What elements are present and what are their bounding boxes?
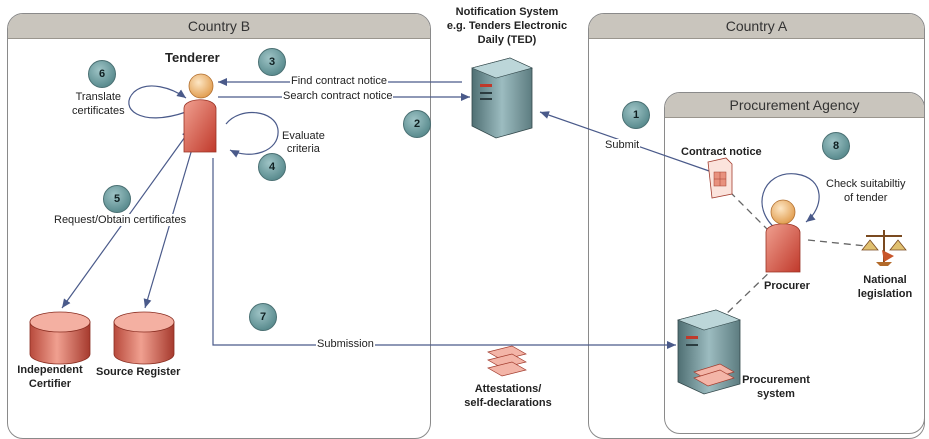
attest-line1: Attestations/	[474, 383, 542, 395]
step-badge-1: 1	[622, 101, 650, 129]
procurement-system-icon	[677, 309, 741, 395]
proc-system-line2: system	[757, 388, 795, 400]
evaluate-loop	[225, 111, 279, 158]
independent-certifier-label: Independent Certifier	[10, 363, 90, 391]
procurement-agency-title: Procurement Agency	[665, 93, 924, 118]
certifier-line2: Certifier	[28, 378, 72, 390]
notification-title-line1: Notification System	[455, 6, 559, 18]
find-contract-notice-label: Find contract notice	[290, 75, 388, 87]
step-badge-6: 6	[88, 60, 116, 88]
scales-icon	[861, 230, 907, 266]
procurer-icon	[765, 199, 801, 273]
check-loop	[761, 173, 820, 233]
translate-certificates-label: Translate certificates	[72, 90, 125, 118]
attestations-icon	[487, 345, 527, 377]
check-suitability-label: Check suitabiltiy of tender	[826, 177, 905, 205]
search-contract-notice-label: Search contract notice	[282, 90, 394, 102]
tenderer-label: Tenderer	[165, 50, 220, 65]
notification-title-line3: Daily (TED)	[477, 34, 537, 46]
notification-title-line2: e.g. Tenders Electronic	[446, 20, 568, 32]
step-badge-3: 3	[258, 48, 286, 76]
step-badge-8: 8	[822, 132, 850, 160]
check-line2: of tender	[844, 192, 888, 204]
procurer-label: Procurer	[764, 280, 810, 292]
notification-system-title: Notification System e.g. Tenders Electro…	[432, 5, 582, 47]
submission-label: Submission	[316, 338, 375, 350]
submit-label: Submit	[604, 139, 641, 151]
country-b-title: Country B	[8, 14, 430, 39]
evaluate-criteria-label: Evaluate criteria	[282, 130, 325, 156]
translate-line2: certificates	[72, 105, 125, 117]
step-badge-4: 4	[258, 153, 286, 181]
translate-line1: Translate	[75, 91, 122, 103]
country-a-title: Country A	[589, 14, 924, 39]
step-badge-7: 7	[249, 303, 277, 331]
ted-server-icon	[471, 57, 533, 139]
national-line1: National	[863, 274, 907, 286]
evaluate-line2: criteria	[286, 143, 320, 155]
procurement-system-label: Procurement system	[736, 373, 816, 401]
step-badge-2: 2	[403, 110, 431, 138]
attestations-label: Attestations/ self-declarations	[448, 382, 568, 410]
attest-line2: self-declarations	[464, 397, 552, 409]
step-badge-5: 5	[103, 185, 131, 213]
contract-notice-document-icon	[707, 157, 733, 199]
check-line1: Check suitabiltiy	[826, 178, 906, 190]
submission-arrow	[212, 158, 676, 349]
evaluate-line1: Evaluate	[282, 130, 325, 142]
request-obtain-certificates-label: Request/Obtain certificates	[53, 214, 188, 226]
source-register-db-icon	[113, 311, 175, 365]
proc-system-line1: Procurement	[742, 374, 810, 386]
source-register-label: Source Register	[96, 366, 181, 378]
national-legislation-label: National legislation	[850, 273, 920, 301]
contract-notice-label: Contract notice	[681, 146, 762, 158]
translate-loop	[128, 85, 187, 119]
tenderer-icon	[183, 73, 217, 153]
national-line2: legislation	[857, 288, 913, 300]
certifier-line1: Independent	[17, 364, 83, 376]
independent-certifier-db-icon	[29, 311, 91, 365]
